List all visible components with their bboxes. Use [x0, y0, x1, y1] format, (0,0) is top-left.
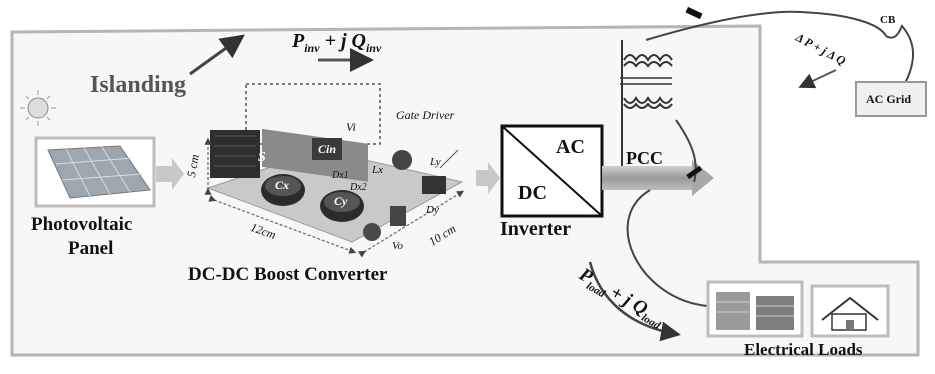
electrical-loads-label: Electrical Loads — [744, 340, 863, 359]
load-breaker-mark — [686, 165, 703, 180]
sun-icon — [20, 90, 56, 126]
islanding-label: Islanding — [90, 72, 187, 98]
cy-label: Cy — [334, 194, 348, 208]
pcc-label: PCC — [626, 148, 663, 168]
vo-label: Vo — [392, 240, 403, 252]
dx2-label: Dx2 — [350, 182, 367, 193]
grid-power-arrow — [798, 69, 837, 89]
vi-label: Vi — [346, 120, 356, 134]
inverter-dc-label: DC — [518, 182, 547, 204]
converter-to-inverter-arrow — [476, 162, 500, 194]
islanding-arrow — [189, 34, 245, 76]
converter-label: DC-DC Boost Converter — [188, 264, 388, 285]
transformer-icon — [620, 40, 673, 166]
ac-grid-box — [855, 81, 927, 117]
house-icon — [810, 284, 890, 338]
pinv-operator: + j — [319, 30, 352, 52]
cb-line — [885, 24, 915, 93]
system-frame — [10, 24, 920, 357]
pcc-to-load-line — [626, 189, 709, 307]
inverter-label: Inverter — [500, 218, 572, 240]
lx-label: Lx — [372, 164, 383, 176]
grid-line — [645, 10, 887, 41]
qinv-subscript: inv — [365, 41, 382, 55]
inverter-ac-label: AC — [556, 136, 585, 158]
ly-label: Ly — [430, 156, 441, 168]
qinv-symbol: Q — [351, 30, 366, 52]
pv-panel — [34, 136, 156, 208]
gate-driver-label: Gate Driver — [396, 108, 455, 122]
cx-label: Cx — [275, 178, 290, 192]
pv-label-line1: Photovoltaic — [31, 214, 133, 235]
pv-label-line2: Panel — [68, 238, 114, 259]
cin-label: Cin — [318, 142, 337, 156]
s-label: S — [258, 150, 266, 165]
ac-grid-label: AC Grid — [866, 92, 911, 106]
cb-label: CB — [880, 14, 896, 26]
dx1-label: Dx1 — [332, 170, 349, 181]
pv-to-converter-arrow — [156, 158, 184, 190]
breaker-mark — [685, 6, 703, 20]
dy-label: Dy — [426, 204, 439, 216]
pinv-symbol: P — [292, 30, 305, 52]
load-line — [675, 119, 697, 183]
building-icon — [706, 280, 804, 338]
dimension-10cm-arrow — [358, 190, 465, 258]
inverter-power-label: Pinv + j Qinv — [292, 30, 381, 56]
inverter-block — [500, 124, 604, 218]
pinv-subscript: inv — [304, 41, 320, 55]
load-power-arrow — [588, 261, 681, 342]
